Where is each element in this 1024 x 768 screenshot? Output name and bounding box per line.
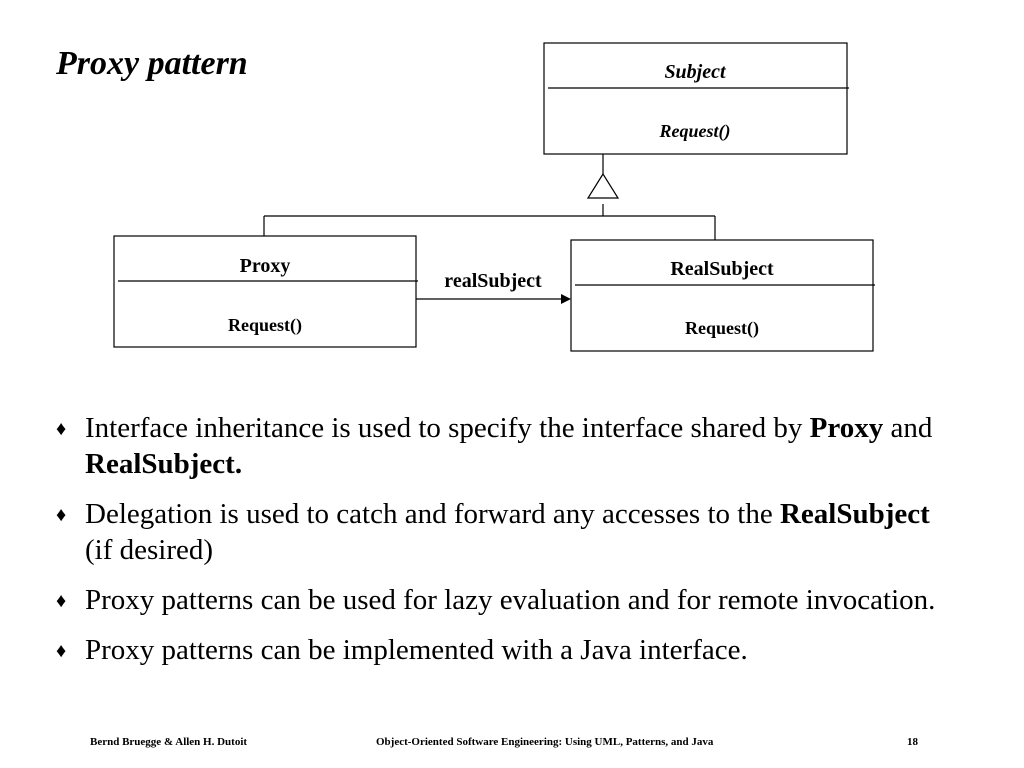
diamond-bullet-icon: ♦ <box>56 640 67 662</box>
subject-class-name: Subject <box>664 61 727 83</box>
diamond-bullet-icon: ♦ <box>56 504 67 526</box>
real-subject-class-name: RealSubject <box>670 258 774 280</box>
proxy-class-name: Proxy <box>240 255 291 277</box>
footer-authors: Bernd Bruegge & Allen H. Dutoit <box>90 736 248 748</box>
bullet-item: ♦ Interface inheritance is used to speci… <box>56 412 933 480</box>
real-subject-operation: Request() <box>685 318 759 339</box>
subject-operation: Request() <box>659 121 731 142</box>
uml-class-diagram: Subject Request() Proxy Request() RealSu… <box>113 42 875 352</box>
real-subject-class-box: RealSubject Request() <box>570 239 875 352</box>
proxy-class-box: Proxy Request() <box>113 235 418 348</box>
slide-title: Proxy pattern <box>56 45 248 82</box>
bullet-list: ♦ Interface inheritance is used to speci… <box>56 410 956 682</box>
bullet-item: ♦ Delegation is used to catch and forwar… <box>56 498 930 566</box>
bullet-item: ♦ Proxy patterns can be implemented with… <box>56 632 956 668</box>
footer-book-title: Object-Oriented Software Engineering: Us… <box>376 736 714 748</box>
association-arrow: realSubject <box>416 270 571 304</box>
subject-class-box: Subject Request() <box>543 42 849 155</box>
association-label: realSubject <box>444 270 542 292</box>
footer-page-number: 18 <box>907 736 918 748</box>
proxy-operation: Request() <box>228 315 302 336</box>
diamond-bullet-icon: ♦ <box>56 418 67 440</box>
generalization-arrow <box>263 154 716 240</box>
diamond-bullet-icon: ♦ <box>56 590 67 612</box>
bullet-item: ♦ Proxy patterns can be used for lazy ev… <box>56 582 956 618</box>
